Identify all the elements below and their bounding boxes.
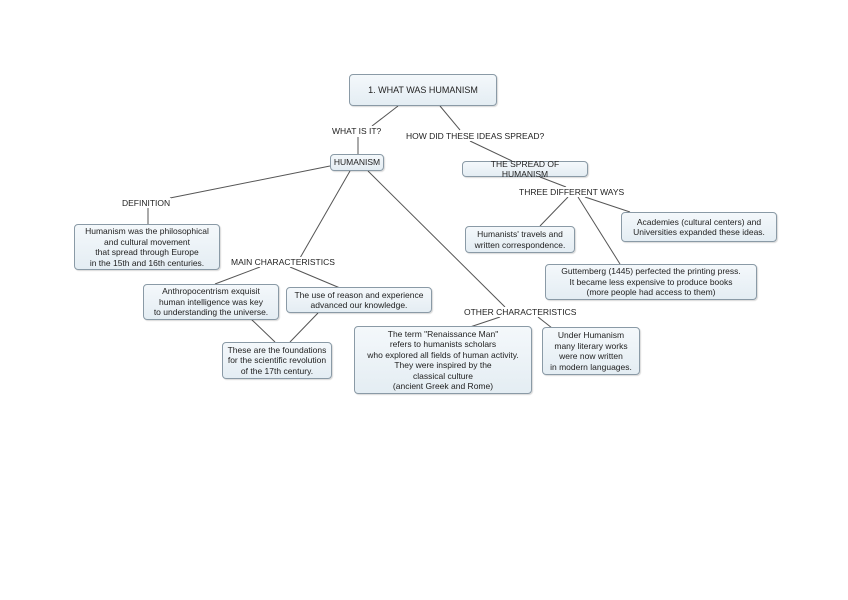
academies-text: Academies (cultural centers) and Univers… [633, 216, 765, 238]
connector [169, 165, 331, 199]
connector [299, 170, 351, 259]
what-is-it-label: WHAT IS IT? [331, 126, 383, 136]
literary-text: Under Humanism many literary works were … [550, 330, 632, 372]
other-characteristics-label: OTHER CHARACTERISTICS [463, 307, 578, 317]
definition-text: Humanism was the philosophical and cultu… [85, 226, 209, 268]
connector [537, 316, 553, 329]
reason-text: The use of reason and experience advance… [294, 289, 424, 311]
humanism-node: HUMANISM [330, 154, 384, 171]
renaissance-man-text: The term "Renaissance Man" refers to hum… [367, 328, 519, 392]
anthropocentrism-node: Anthropocentrism exquisit human intellig… [143, 284, 279, 320]
reason-node: The use of reason and experience advance… [286, 287, 432, 313]
foundations-text: These are the foundations for the scient… [227, 344, 327, 376]
travels-node: Humanists' travels and written correspon… [465, 226, 575, 253]
definition-label: DEFINITION [121, 198, 172, 208]
connector [214, 266, 261, 285]
gutenberg-node: Guttemberg (1445) perfected the printing… [545, 264, 757, 300]
connector [539, 196, 569, 227]
definition-node: Humanism was the philosophical and cultu… [74, 224, 220, 270]
academies-node: Academies (cultural centers) and Univers… [621, 212, 777, 242]
three-ways-label: THREE DIFFERENT WAYS [518, 187, 626, 197]
connector [577, 196, 621, 265]
connector [371, 105, 399, 127]
foundations-node: These are the foundations for the scient… [222, 342, 332, 379]
connector [249, 317, 276, 343]
connector [584, 196, 631, 213]
how-spread-label: HOW DID THESE IDEAS SPREAD? [405, 131, 546, 141]
anthropocentrism-text: Anthropocentrism exquisit human intellig… [153, 286, 269, 318]
connector [289, 312, 319, 343]
gutenberg-text: Guttemberg (1445) perfected the printing… [561, 266, 741, 298]
connector [289, 266, 341, 289]
root-node: 1. WHAT WAS HUMANISM [349, 74, 497, 106]
spread-text: THE SPREAD OF HUMANISM [490, 158, 560, 180]
spread-node: THE SPREAD OF HUMANISM [462, 158, 588, 180]
connector [469, 316, 501, 328]
root-text: 1. WHAT WAS HUMANISM [368, 84, 478, 95]
connector [469, 140, 513, 162]
main-characteristics-label: MAIN CHARACTERISTICS [230, 257, 336, 267]
connector [367, 170, 506, 308]
humanism-text: HUMANISM [333, 157, 381, 168]
literary-node: Under Humanism many literary works were … [542, 327, 640, 375]
connector [439, 105, 461, 131]
connector [539, 176, 567, 188]
travels-text: Humanists' travels and written correspon… [474, 229, 566, 250]
renaissance-man-node: The term "Renaissance Man" refers to hum… [354, 326, 532, 394]
